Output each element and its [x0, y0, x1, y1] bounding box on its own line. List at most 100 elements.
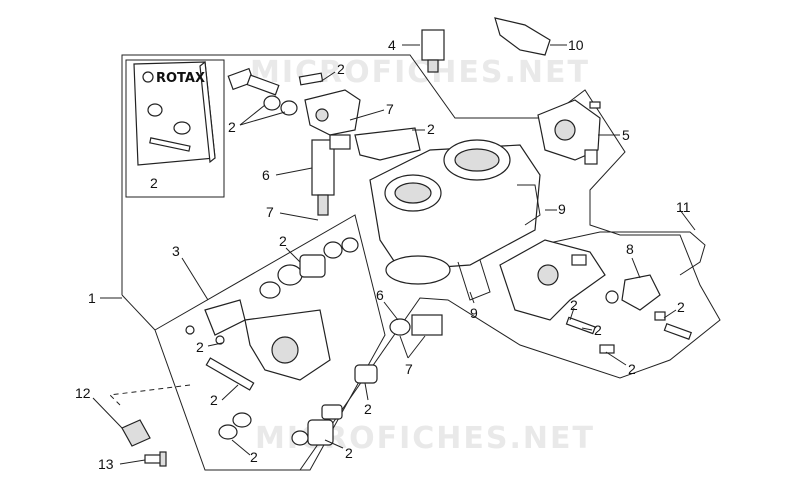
- bolt-head: [159, 451, 167, 467]
- callout-12: 12: [75, 385, 91, 401]
- leader-7b: [279, 212, 319, 221]
- bracket-hole: [315, 108, 329, 122]
- return-spring-upper: [299, 254, 326, 278]
- screw-a: [185, 325, 195, 335]
- torsion-spring: [354, 364, 378, 384]
- callout-10: 10: [568, 37, 584, 53]
- booklet-spring-icon: [147, 103, 163, 117]
- callout-2e: 2: [196, 339, 204, 355]
- leader-2f: [221, 384, 239, 401]
- rail-screw-c: [663, 322, 693, 340]
- leader-2a2: [239, 111, 286, 126]
- callout-2m: 2: [677, 299, 685, 315]
- fitting-group-top-left: [227, 67, 361, 136]
- leader-2g: [231, 439, 251, 456]
- rotax-booklet: ROTAX: [125, 59, 225, 198]
- dashed-reference-line: [108, 384, 191, 406]
- washer-upper-b: [277, 264, 303, 286]
- callout-2g: 2: [250, 449, 258, 465]
- sensor-10: [494, 17, 551, 56]
- washer-upper-d: [341, 237, 359, 253]
- pressure-regulator-8: [605, 274, 661, 311]
- seal-ring-b: [280, 100, 298, 116]
- washer-upper-a: [259, 281, 281, 299]
- washer-lower-a: [218, 424, 238, 440]
- leader-6b: [383, 301, 399, 321]
- connector-body: [494, 17, 551, 56]
- callout-8: 8: [626, 241, 634, 257]
- butterfly-left: [394, 182, 432, 204]
- torsion-spring-b: [321, 404, 343, 420]
- leader-11: [679, 209, 696, 231]
- callout-2d: 2: [279, 233, 287, 249]
- callout-2j: 2: [570, 297, 578, 313]
- injector-6-upper: [311, 134, 351, 216]
- injector-clip: [329, 134, 351, 150]
- callout-2f: 2: [210, 392, 218, 408]
- injector-tip: [317, 194, 329, 216]
- rail-port: [537, 264, 559, 286]
- callout-7b: 7: [266, 204, 274, 220]
- callout-4: 4: [388, 37, 396, 53]
- regulator-body: [621, 274, 661, 311]
- callout-9a: 9: [558, 201, 566, 217]
- booklet-rod-icon: [149, 137, 191, 152]
- rail-screw-b: [599, 344, 615, 354]
- throttle-body: [369, 139, 541, 285]
- leader-2j: [569, 307, 575, 321]
- callout-2h: 2: [345, 445, 353, 461]
- subassembly-3-outline: [154, 214, 386, 471]
- leader-6a: [275, 167, 313, 176]
- callout-2i: 2: [364, 401, 372, 417]
- return-spring-lower: [307, 419, 334, 446]
- outline-link: [121, 294, 156, 331]
- seal-ring-a: [263, 95, 281, 111]
- callout-2l: 2: [628, 361, 636, 377]
- leader-9b: [469, 291, 475, 304]
- throttle-linkage: [185, 299, 331, 391]
- hose-9-lower: [457, 259, 491, 301]
- callout-2k: 2: [594, 322, 602, 338]
- rail-washer: [654, 311, 666, 321]
- tps-plug: [584, 149, 598, 165]
- leader-12: [92, 397, 123, 429]
- link-rod: [205, 357, 255, 391]
- bolt-a: [298, 72, 324, 86]
- callout-13: 13: [98, 456, 114, 472]
- rotax-logo-icon: [142, 71, 154, 83]
- booklet-frame: [125, 59, 225, 198]
- leader-2b: [319, 71, 336, 83]
- callout-7c: 7: [405, 361, 413, 377]
- booklet-spine: [199, 60, 216, 164]
- leader-2m: [663, 309, 677, 319]
- callout-6b: 6: [376, 287, 384, 303]
- leader-2k: [581, 327, 593, 331]
- butterfly-right: [454, 148, 500, 172]
- washer-upper-c: [323, 241, 343, 259]
- leader-7c2: [407, 335, 426, 359]
- callout-1: 1: [88, 290, 96, 306]
- bracket-top: [304, 89, 361, 136]
- cam-hub: [271, 336, 299, 364]
- leader-2d: [285, 247, 301, 263]
- washer-lower-b: [232, 412, 252, 428]
- leader-2l: [605, 351, 627, 366]
- hose-9-upper: [517, 184, 541, 226]
- hose-11: [539, 231, 706, 276]
- regulator-oring: [605, 290, 619, 304]
- callout-11: 11: [676, 199, 691, 215]
- throttle-sensor-5: [537, 99, 601, 165]
- leader-2i: [364, 382, 369, 401]
- injector-lower-body: [411, 314, 443, 336]
- callout-2a: 2: [228, 119, 236, 135]
- injector-6-lower: [389, 314, 443, 336]
- part-13-bolt: [144, 451, 167, 467]
- assembly-outline: [121, 54, 721, 471]
- spring-group-upper: [259, 237, 359, 299]
- leader-7c: [399, 335, 409, 359]
- sensor-tip: [427, 59, 439, 73]
- bracket-mid: [354, 127, 421, 161]
- callout-3: 3: [172, 243, 180, 259]
- leader-2h: [324, 439, 344, 449]
- leader-7a: [349, 109, 385, 121]
